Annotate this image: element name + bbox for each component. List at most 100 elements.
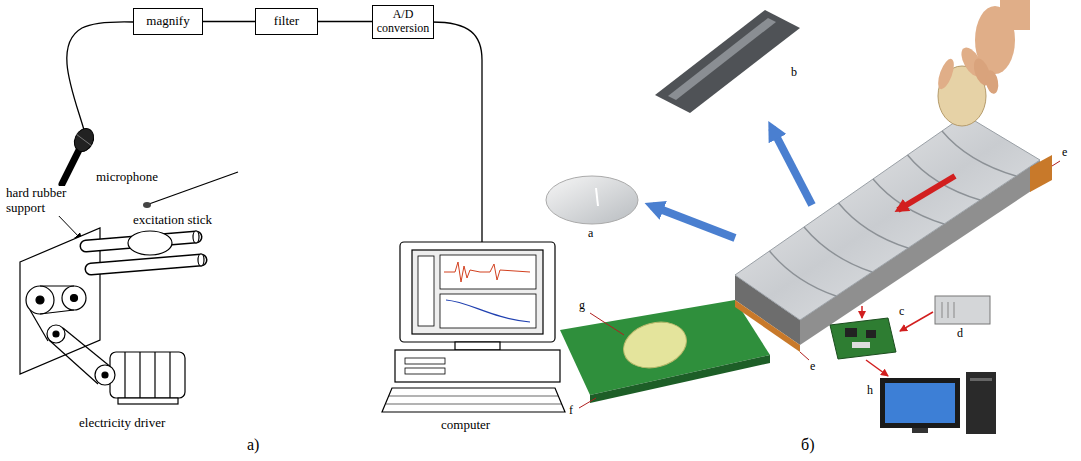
- inset-steel-plate-part: [772, 128, 812, 205]
- inset-lens-part: [596, 188, 598, 206]
- monitor-computer: [880, 372, 996, 434]
- roller-machine-part: [40, 310, 74, 314]
- computer-symbol-part: [405, 368, 445, 374]
- monitor-computer-part: [966, 372, 996, 434]
- computer-symbol-part: [444, 262, 530, 282]
- leader-arrow-part: [55, 212, 82, 240]
- panel-caption: б): [800, 436, 815, 454]
- callout-letter: a: [587, 227, 594, 241]
- roller-machine-part: [49, 340, 98, 384]
- circuit-board-part: [866, 330, 876, 338]
- signal-wire: [67, 22, 482, 242]
- inset-lens: [546, 176, 735, 238]
- power-supply-part: [942, 302, 943, 318]
- signal-wire-part: [67, 22, 133, 130]
- computer-symbol-part: [386, 404, 562, 405]
- egg-ramp-part-part: [770, 251, 837, 296]
- inset-lens-part: [546, 176, 638, 224]
- hand-with-egg-part: [984, 69, 1000, 95]
- callout-letter: c: [898, 305, 905, 319]
- callout-letter: f: [568, 404, 574, 418]
- part-label: computer: [440, 418, 491, 433]
- computer-symbol-part: [418, 256, 434, 326]
- roller-machine-part: [193, 231, 199, 243]
- microphone-symbol-part: [71, 125, 97, 154]
- leader-line-part: [590, 313, 624, 335]
- computer-symbol-part: [455, 342, 500, 350]
- power-supply: [862, 296, 990, 376]
- monitor-computer-part: [880, 378, 960, 428]
- roller-machine: [20, 228, 204, 404]
- egg-ramp-part: [770, 131, 1017, 296]
- inset-lens-part: [652, 206, 735, 238]
- excitation-stick-symbol-part: [143, 202, 151, 208]
- monitor-computer-part: [885, 383, 955, 423]
- part-label: electricity driver: [78, 416, 166, 431]
- power-supply-part: [861, 306, 863, 318]
- leader-line-part: [800, 352, 809, 360]
- roller-machine-part: [30, 310, 48, 341]
- microphone-symbol-part: [76, 134, 92, 146]
- roller-machine-part: [91, 260, 201, 269]
- power-supply-part: [866, 360, 888, 376]
- egg-ramp-part-part: [908, 155, 981, 200]
- process-box: A/D conversion: [372, 5, 434, 39]
- computer-symbol-part: [440, 255, 536, 289]
- callout-letter: g: [578, 299, 586, 313]
- part-label: hard rubber support: [5, 186, 81, 216]
- roller-machine-part: [198, 254, 204, 266]
- roller-machine-part: [40, 285, 74, 286]
- signal-connector: [318, 21, 372, 22]
- process-box: magnify: [133, 8, 203, 35]
- signal-wire-part: [432, 22, 482, 242]
- callout-letter: b: [790, 66, 798, 80]
- process-box: filter: [255, 8, 318, 35]
- hand-with-egg: [935, 0, 1030, 126]
- roller-machine-part: [63, 328, 112, 368]
- roller-machine-part: [169, 352, 170, 398]
- roller-machine-part: [110, 352, 185, 398]
- box-text: filter: [274, 14, 299, 29]
- roller-machine-part: [128, 231, 172, 255]
- roller-machine-part: [154, 352, 155, 398]
- power-supply-part: [935, 296, 990, 324]
- computer-symbol-part: [400, 242, 555, 342]
- roller-machine-part: [91, 260, 201, 269]
- egg-ramp-part: [898, 176, 955, 210]
- roller-machine-part: [124, 352, 125, 398]
- excitation-stick-symbol-part: [149, 172, 238, 204]
- roller-machine-part: [102, 372, 108, 378]
- roller-machine-part: [95, 365, 115, 385]
- roller-machine-part: [62, 286, 86, 310]
- microphone-symbol: [62, 125, 97, 184]
- computer-symbol-part: [446, 300, 530, 322]
- monitor-computer-part: [970, 378, 992, 381]
- callout-letter: e: [1061, 146, 1068, 160]
- leader-arrow: [55, 212, 82, 240]
- green-pad-part: [618, 315, 691, 374]
- egg-ramp-part-part: [839, 203, 909, 248]
- callout-letter: d: [956, 327, 964, 341]
- hand-with-egg-part: [1000, 0, 1030, 30]
- part-label: excitation stick: [132, 213, 213, 228]
- roller-machine-part: [118, 398, 178, 404]
- computer-symbol-part: [395, 350, 560, 382]
- power-supply-part: [954, 302, 955, 318]
- computer-symbol-part: [412, 250, 543, 334]
- box-text: magnify: [146, 14, 189, 29]
- egg-ramp-part-part: [804, 227, 872, 272]
- computer-symbol-part: [389, 396, 558, 397]
- callout-letter: e: [809, 360, 816, 374]
- roller-machine-part: [26, 286, 54, 314]
- egg-ramp-part: [735, 115, 1040, 320]
- circuit-board-part: [830, 318, 896, 359]
- roller-machine-part: [71, 295, 78, 302]
- inset-steel-plate-part: [668, 18, 776, 100]
- part-label: microphone: [95, 170, 159, 185]
- monitor-computer-part: [912, 428, 928, 433]
- circuit-board: [830, 318, 896, 359]
- circuit-board-part: [852, 342, 870, 348]
- roller-machine-part: [53, 331, 59, 337]
